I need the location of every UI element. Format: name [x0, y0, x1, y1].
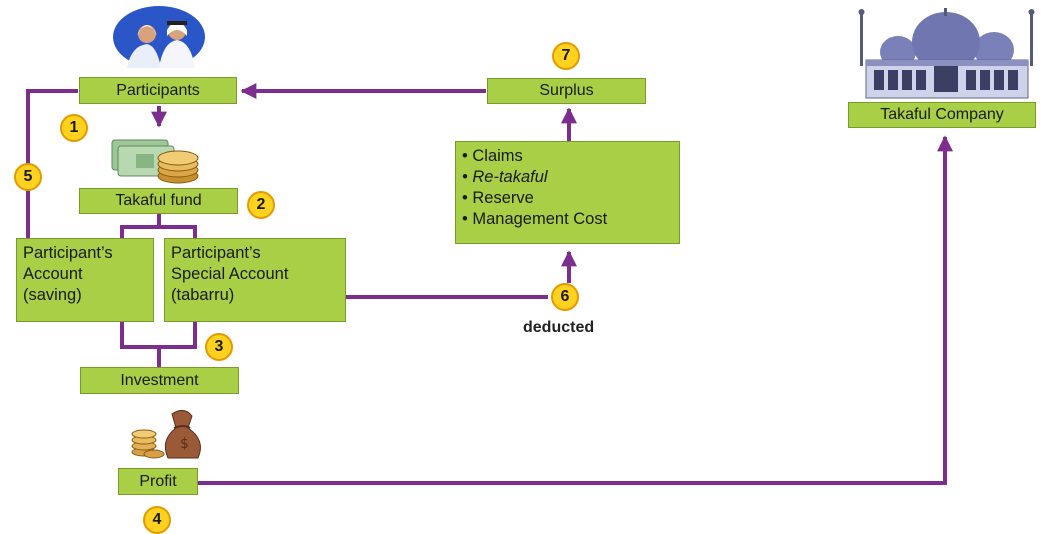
participant-special-account-tabarru-box: Participant’s Special Account (tabarru) [164, 238, 346, 322]
tabarru-line-2: Special Account [171, 265, 289, 284]
step-badge-4: 4 [143, 506, 171, 534]
participant-account-saving-box: Participant’s Account (saving) [16, 238, 154, 322]
participants-couple-icon [113, 6, 205, 68]
line-accounts-to-investment [120, 322, 197, 367]
deducted-label: deducted [523, 319, 595, 336]
takaful-company-box: Takaful Company [848, 102, 1036, 128]
step-badge-7: 7 [552, 42, 580, 70]
takaful-fund-box: Takaful fund [79, 188, 238, 214]
tabarru-line-3: (tabarru) [171, 286, 235, 305]
line-fund-split [120, 214, 197, 238]
surplus-box: Surplus [487, 78, 646, 104]
investment-box: Investment [80, 367, 239, 394]
step-badge-3: 3 [205, 333, 233, 361]
arrow-profit-to-company [198, 135, 953, 485]
step-badge-6: 6 [551, 283, 579, 311]
step-badge-5: 5 [14, 163, 42, 191]
deduction-claims: • Claims [462, 147, 523, 165]
saving-line-2: Account [23, 265, 83, 284]
deduction-retakaful: • Re-takaful [462, 168, 548, 187]
deductions-box: • Claims • Re-takaful • Reserve • Manage… [455, 141, 680, 244]
svg-text:$: $ [180, 436, 189, 452]
step-badge-2: 2 [247, 191, 275, 219]
tabarru-line-1: Participant’s [171, 244, 261, 262]
participants-box: Participants [79, 77, 237, 104]
money-cash-icon [111, 139, 199, 184]
step-badge-1: 1 [60, 114, 88, 142]
profit-box: Profit [118, 468, 198, 495]
mosque-building-icon [858, 8, 1035, 99]
deduction-management-cost: • Management Cost [462, 210, 608, 229]
saving-line-3: (saving) [23, 286, 82, 305]
deduction-reserve: • Reserve [462, 189, 534, 208]
coins-moneybag-icon: $ [131, 410, 201, 459]
saving-line-1: Participant’s [23, 244, 113, 262]
